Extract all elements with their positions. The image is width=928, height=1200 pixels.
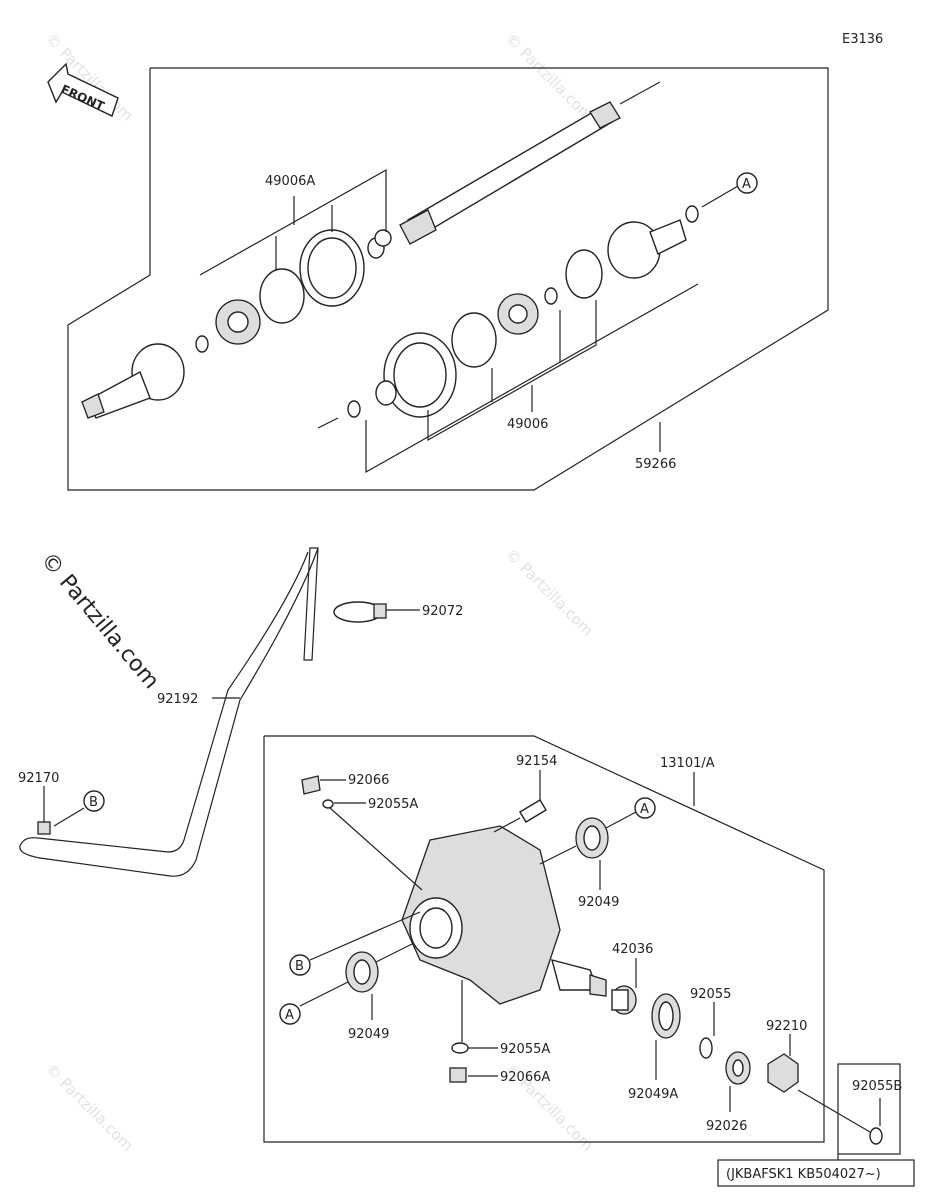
coupling-42036	[611, 985, 637, 1015]
inset-92055B	[837, 1063, 901, 1155]
label-92055A-top: 92055A	[368, 797, 418, 812]
svg-text:A: A	[640, 802, 649, 817]
circlip	[565, 249, 603, 299]
watermark-main: © Partzilla.com	[35, 548, 163, 694]
label-92049A: 92049A	[628, 1087, 678, 1102]
label-92049-upper: 92049	[578, 895, 619, 910]
svg-text:B: B	[295, 959, 304, 974]
label-92026: 92026	[706, 1119, 747, 1134]
leader-59266	[365, 283, 699, 474]
boot-49006A	[299, 229, 392, 307]
washer-92026	[725, 1051, 751, 1085]
label-92066A: 92066A	[500, 1070, 550, 1085]
leader-49006A	[199, 168, 387, 276]
nut-92210	[767, 1053, 799, 1093]
outer-cv-joint-right	[607, 219, 687, 279]
final-gear-case	[401, 825, 607, 1005]
svg-text:A: A	[285, 1008, 294, 1023]
label-59266: 59266	[635, 457, 676, 472]
label-92192: 92192	[157, 692, 198, 707]
callout-b-left: B	[83, 790, 105, 812]
boot-49006	[375, 332, 457, 418]
band-clamp	[259, 268, 305, 324]
label-92170: 92170	[18, 771, 59, 786]
label-92055A-bottom: 92055A	[500, 1042, 550, 1057]
o-ring-92055	[699, 1037, 713, 1059]
final-gear-frame	[263, 735, 825, 1143]
oil-seal-92049-upper	[575, 817, 609, 859]
svg-text:A: A	[742, 177, 751, 192]
callout-a-top: A	[736, 172, 758, 194]
label-92049-lower: 92049	[348, 1027, 389, 1042]
oil-seal-92049-lower	[345, 951, 379, 993]
oil-seal-92049A	[651, 993, 681, 1039]
serial-note: (JKBAFSK1 KB504027~)	[726, 1167, 881, 1182]
bolt-92154	[519, 799, 547, 823]
shaft-assembly-frame	[67, 67, 829, 491]
watermark-text: © Partzilla.com	[502, 545, 597, 640]
callout-b-lower: B	[289, 954, 311, 976]
watermark-text: © Partzilla.com	[502, 30, 597, 125]
serial-note-box	[717, 1159, 915, 1187]
breather-hose	[19, 547, 319, 877]
snap-ring	[195, 335, 209, 353]
o-ring-92055A-bottom	[451, 1042, 469, 1054]
label-92066: 92066	[348, 773, 389, 788]
label-92055B: 92055B	[852, 1079, 902, 1094]
label-92154: 92154	[516, 754, 557, 769]
callout-a-lower: A	[279, 1003, 301, 1025]
o-ring-92055A-top	[322, 799, 334, 809]
snap-ring	[347, 400, 361, 418]
label-92210: 92210	[766, 1019, 807, 1034]
hose-clamp	[333, 601, 387, 623]
watermark-text: © Partzilla.com	[42, 1060, 137, 1155]
band-clamp	[451, 312, 497, 368]
snap-ring	[685, 205, 699, 223]
hose-fitting-92170	[37, 821, 51, 835]
label-92055: 92055	[690, 987, 731, 1002]
callout-a-mid: A	[634, 797, 656, 819]
outer-cv-joint-left	[81, 343, 185, 419]
o-ring-92055B	[869, 1127, 883, 1145]
snap-ring	[544, 287, 558, 305]
diagram-code: E3136	[842, 32, 883, 47]
drive-shaft	[399, 81, 661, 245]
label-49006A: 49006A	[265, 174, 315, 189]
plug-92066A	[449, 1067, 467, 1083]
label-92072: 92072	[422, 604, 463, 619]
label-42036: 42036	[612, 942, 653, 957]
label-13101A: 13101/A	[660, 756, 715, 771]
plug-92066	[301, 775, 321, 795]
label-49006: 49006	[507, 417, 548, 432]
svg-text:B: B	[89, 795, 98, 810]
